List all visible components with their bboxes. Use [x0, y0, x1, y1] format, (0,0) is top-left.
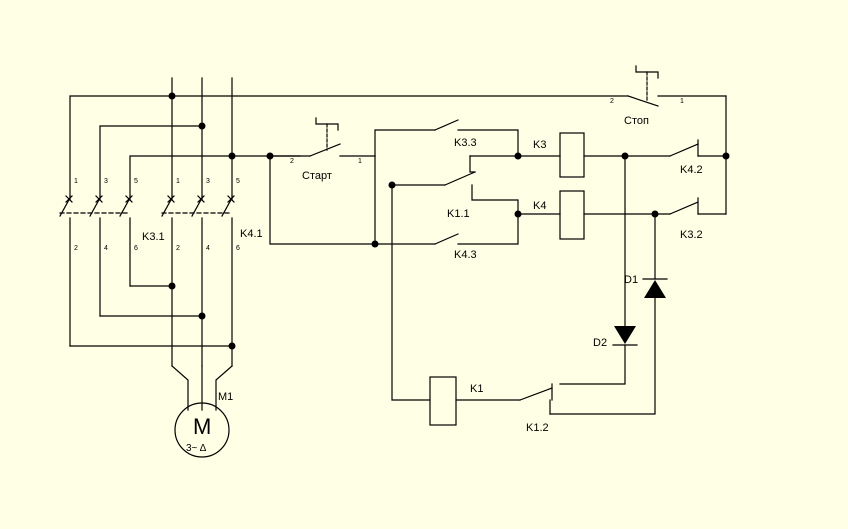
motor-m1: M 3~ Δ M1 — [174, 391, 233, 458]
svg-text:5: 5 — [236, 178, 240, 185]
svg-text:2: 2 — [290, 158, 294, 165]
stop-circuit: 2 1 Стоп — [171, 65, 727, 215]
svg-text:5: 5 — [134, 178, 138, 185]
svg-text:K1: K1 — [470, 383, 483, 395]
start-button-label: Старт — [302, 170, 332, 182]
control-node-column — [371, 129, 436, 248]
svg-text:K4.3: K4.3 — [454, 249, 477, 261]
contact-k32: K3.2 — [583, 197, 727, 241]
svg-text:4: 4 — [206, 245, 210, 252]
svg-text:K1.2: K1.2 — [526, 422, 549, 434]
lower-cross-wires — [69, 285, 233, 347]
svg-text:2: 2 — [610, 98, 614, 105]
contact-k43: K4.3 — [434, 213, 519, 261]
svg-text:K4: K4 — [533, 200, 546, 212]
svg-text:6: 6 — [134, 245, 138, 252]
power-contacts — [59, 195, 235, 367]
svg-text:1: 1 — [176, 178, 180, 185]
svg-text:3: 3 — [206, 178, 210, 185]
coil-k3: K3 — [514, 132, 585, 178]
contact-k41-label: K4.1 — [240, 228, 263, 240]
svg-text:1: 1 — [358, 158, 362, 165]
contact-k31-label: K3.1 — [142, 231, 165, 243]
svg-text:3: 3 — [104, 178, 108, 185]
contact-k33: K3.3 — [434, 119, 519, 157]
svg-text:K3: K3 — [533, 139, 546, 151]
contact-k42: K4.2 — [583, 139, 730, 176]
coil-k4: K4 — [514, 190, 585, 240]
diode-d2: D2 — [559, 155, 638, 385]
contact-k11: K1.1 — [388, 155, 519, 220]
contact-k12: K1.2 — [519, 383, 553, 434]
svg-text:D1: D1 — [624, 274, 638, 286]
svg-text:1: 1 — [680, 98, 684, 105]
svg-text:K3.3: K3.3 — [454, 137, 477, 149]
svg-text:2: 2 — [74, 245, 78, 252]
svg-text:1: 1 — [74, 178, 78, 185]
svg-text:M: M — [193, 414, 211, 439]
svg-text:6: 6 — [236, 245, 240, 252]
start-circuit: 2 1 Старт — [269, 117, 376, 245]
svg-text:D2: D2 — [593, 337, 607, 349]
svg-text:3~ Δ: 3~ Δ — [186, 443, 207, 454]
motor-label: M1 — [218, 391, 233, 403]
svg-text:K1.1: K1.1 — [447, 208, 470, 220]
stop-button-label: Стоп — [624, 115, 649, 127]
upper-cross-wires — [69, 95, 301, 197]
svg-text:4: 4 — [104, 245, 108, 252]
svg-text:2: 2 — [176, 245, 180, 252]
diode-d1: D1 — [549, 213, 668, 415]
svg-text:K4.2: K4.2 — [680, 164, 703, 176]
power-junctions — [168, 92, 274, 350]
pin-numbers: 1 3 5 1 3 5 2 4 6 2 4 6 — [74, 178, 240, 252]
svg-text:K3.2: K3.2 — [680, 229, 703, 241]
coil-k1: K1 — [391, 184, 521, 426]
